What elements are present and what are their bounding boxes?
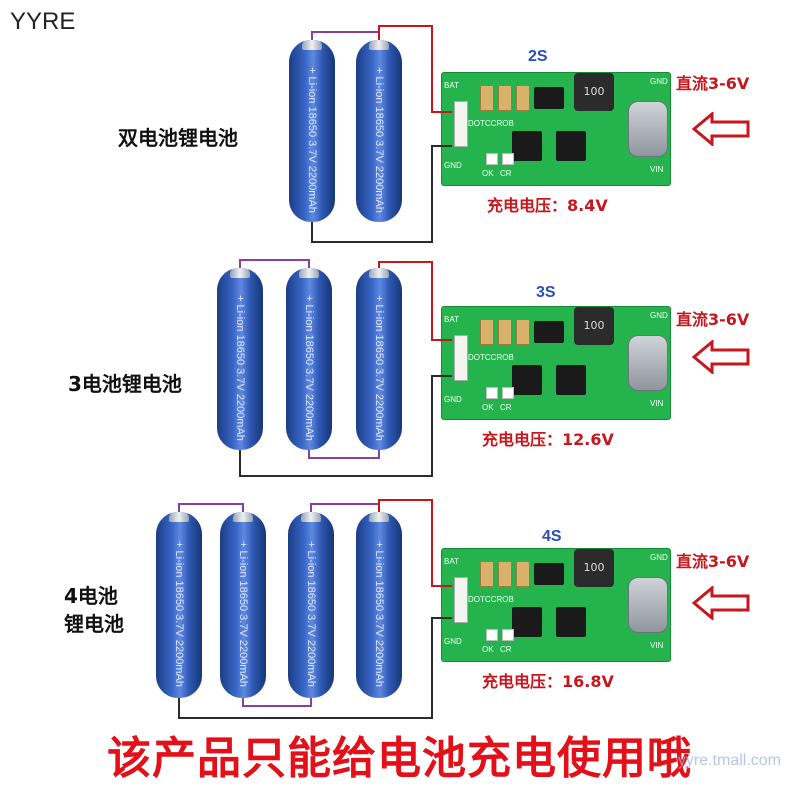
side-label-line1: 4电池 (64, 584, 118, 608)
pcb-ok-text: OK (482, 403, 494, 412)
pcb-gnd-text: GND (650, 77, 668, 86)
pcb-cr-text: CR (500, 645, 512, 654)
charger-board: BAT GND DOTCCROB OK CR GND VIN 100 (441, 548, 671, 662)
usb-c-port (628, 101, 668, 157)
watermark: yyre.tmall.com (677, 752, 781, 769)
series-label: 3S (536, 284, 556, 301)
battery: + Li-ion 18650 3.7V 2200mAh (289, 40, 335, 222)
charger-board: BAT GND DOTCCROB OK CR GND VIN 100 (441, 306, 671, 420)
charge-voltage-label: 充电电压：16.8V (482, 672, 614, 691)
pcb-bat-text: BAT (444, 557, 459, 566)
series-label: 4S (542, 528, 562, 545)
input-voltage-label: 直流3-6V (676, 74, 750, 93)
battery: + Li-ion 18650 3.7V 2200mAh (356, 268, 402, 450)
usb-c-port (628, 335, 668, 391)
pcb-cr-text: CR (500, 403, 512, 412)
charge-voltage-label: 充电电压：12.6V (482, 430, 614, 449)
pcb-gnd-text: GND (444, 395, 462, 404)
inductor: 100 (574, 73, 614, 111)
battery: + Li-ion 18650 3.7V 2200mAh (356, 40, 402, 222)
pcb-bat-text: BAT (444, 315, 459, 324)
pcb-code-text: DOTCCROB (468, 119, 514, 128)
pcb-vin-text: VIN (650, 399, 664, 408)
pcb-ok-text: OK (482, 169, 494, 178)
inductor: 100 (574, 307, 614, 345)
series-label: 2S (528, 48, 548, 65)
input-voltage-label: 直流3-6V (676, 310, 750, 329)
battery: + Li-ion 18650 3.7V 2200mAh (288, 512, 334, 698)
battery: + Li-ion 18650 3.7V 2200mAh (156, 512, 202, 698)
pcb-code-text: DOTCCROB (468, 595, 514, 604)
input-arrow-icon (691, 110, 750, 150)
brand-logo-text: YYRE (10, 8, 76, 35)
pcb-gnd-text: GND (650, 553, 668, 562)
inductor: 100 (574, 549, 614, 587)
charger-board: BAT GND DOTCCROB OK CR GND VIN 100 (441, 72, 671, 186)
pcb-ok-text: OK (482, 645, 494, 654)
pcb-gnd-text: GND (650, 311, 668, 320)
pcb-gnd-text: GND (444, 637, 462, 646)
battery: + Li-ion 18650 3.7V 2200mAh (217, 268, 263, 450)
pcb-vin-text: VIN (650, 641, 664, 650)
side-label: 3电池锂电池 (68, 372, 182, 396)
battery: + Li-ion 18650 3.7V 2200mAh (220, 512, 266, 698)
pcb-code-text: DOTCCROB (468, 353, 514, 362)
battery: + Li-ion 18650 3.7V 2200mAh (356, 512, 402, 698)
pcb-gnd-text: GND (444, 161, 462, 170)
charge-voltage-label: 充电电压：8.4V (487, 196, 608, 215)
input-voltage-label: 直流3-6V (676, 552, 750, 571)
pcb-bat-text: BAT (444, 81, 459, 90)
side-label: 双电池锂电池 (118, 126, 238, 150)
battery: + Li-ion 18650 3.7V 2200mAh (286, 268, 332, 450)
pcb-vin-text: VIN (650, 165, 664, 174)
pcb-cr-text: CR (500, 169, 512, 178)
input-arrow-icon (691, 338, 750, 378)
footer-warning: 该产品只能给电池充电使用哦 (107, 733, 692, 784)
usb-c-port (628, 577, 668, 633)
input-arrow-icon (691, 584, 750, 624)
side-label-line2: 锂电池 (64, 612, 124, 636)
